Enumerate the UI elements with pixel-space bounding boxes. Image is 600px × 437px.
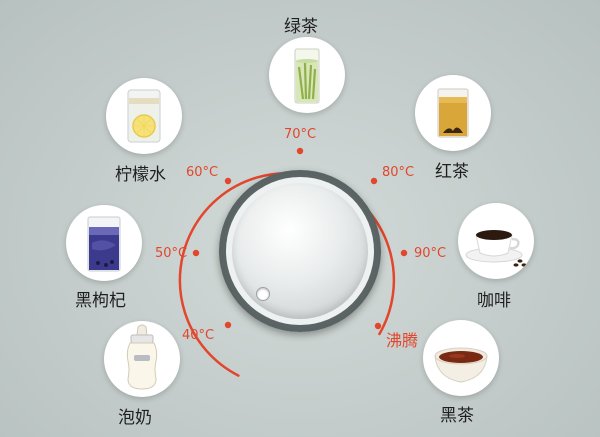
knob-indicator-dot: [256, 287, 270, 301]
temp-label-40: 40°C: [182, 328, 215, 343]
temp-label-70: 70°C: [284, 127, 317, 142]
baby-bottle-icon[interactable]: [104, 321, 180, 397]
dark-tea-icon[interactable]: [423, 320, 499, 396]
label-dark-tea: 黑茶: [440, 406, 474, 426]
temp-label-80: 80°C: [382, 165, 415, 180]
green-tea-icon[interactable]: [269, 37, 345, 113]
label-black-goji: 黑枸杞: [75, 291, 126, 311]
black-tea-icon[interactable]: [415, 75, 491, 151]
label-baby-milk: 泡奶: [118, 408, 152, 428]
coffee-icon[interactable]: [458, 203, 534, 279]
temp-label-50: 50°C: [155, 246, 188, 261]
temp-label-90: 90°C: [414, 246, 447, 261]
lemon-water-icon[interactable]: [106, 78, 182, 154]
label-black-tea: 红茶: [435, 162, 469, 182]
label-coffee: 咖啡: [477, 291, 511, 311]
temperature-knob[interactable]: [232, 183, 368, 319]
label-green-tea: 绿茶: [284, 17, 318, 37]
black-goji-icon[interactable]: [66, 205, 142, 281]
temp-label-boil: 沸腾: [386, 331, 419, 350]
temp-label-60: 60°C: [186, 165, 219, 180]
label-lemon-water: 柠檬水: [115, 165, 166, 185]
